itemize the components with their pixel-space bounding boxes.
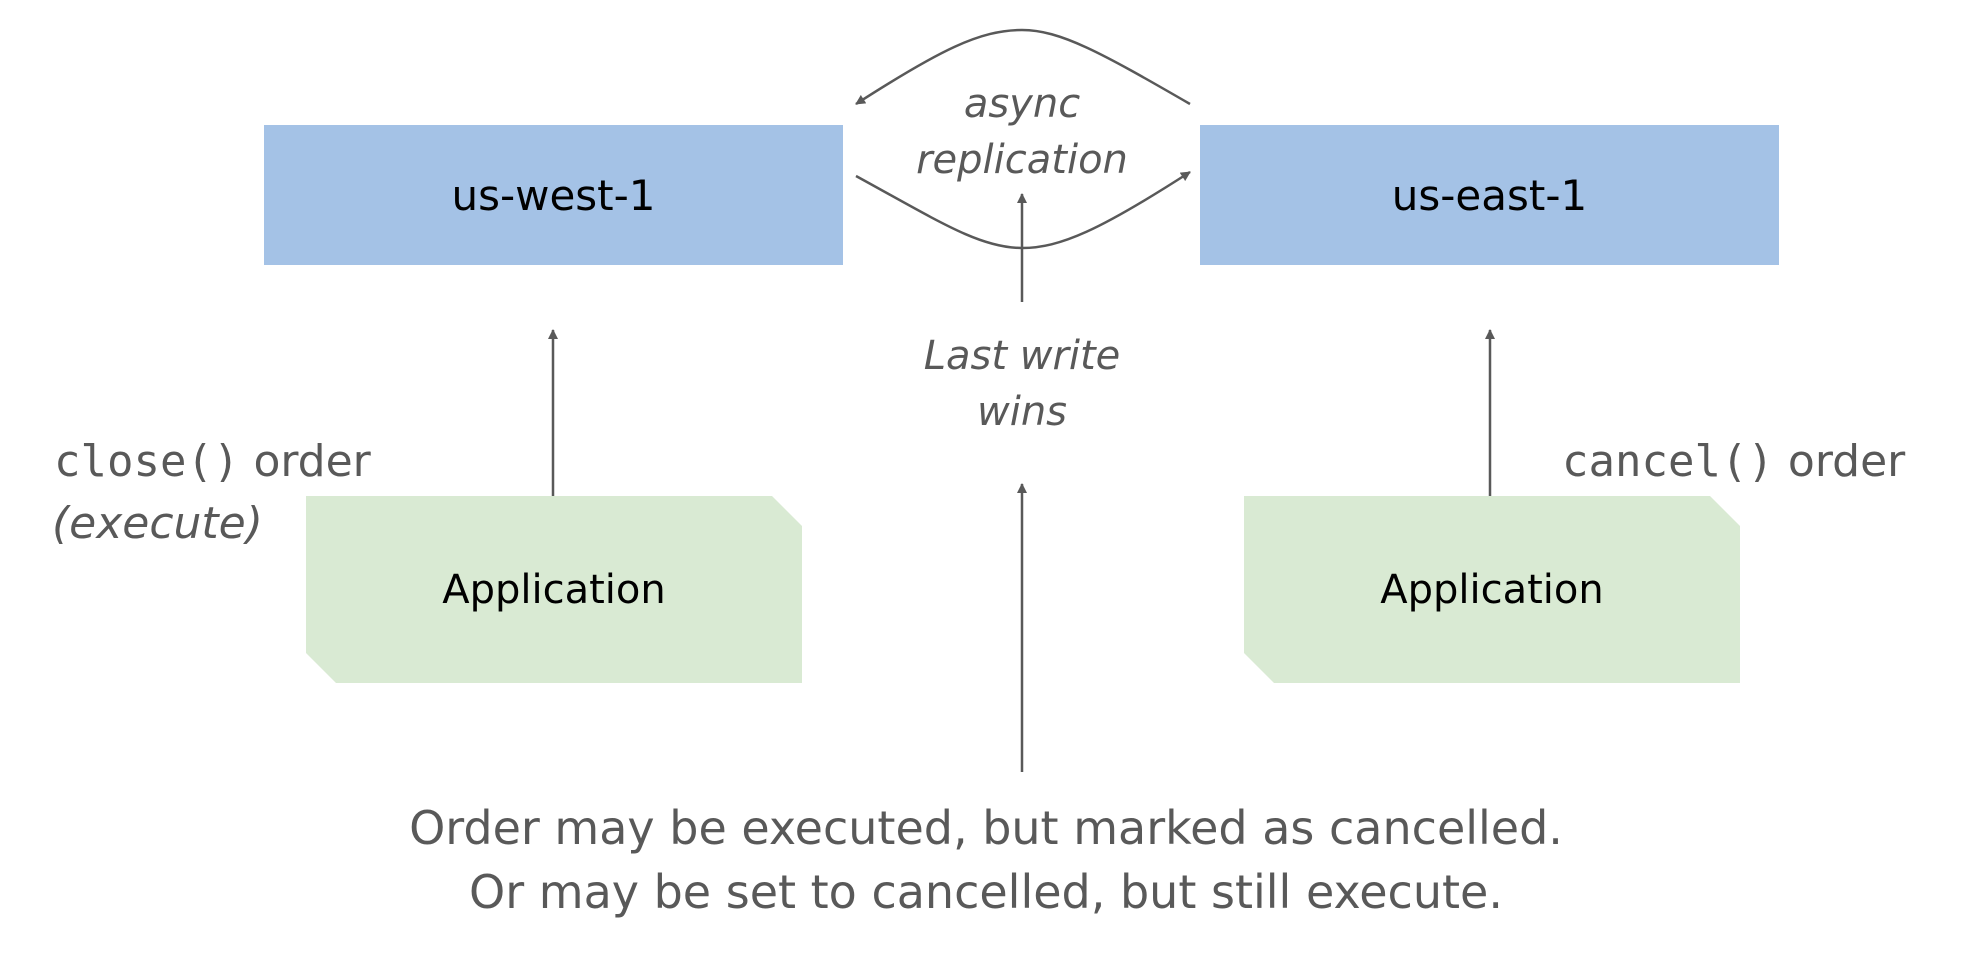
region-us-west-1: us-west-1 [264, 125, 843, 265]
application-box-right: Application [1244, 496, 1740, 683]
execute-note: (execute) [52, 498, 263, 549]
replication-arrow-east-to-west [855, 28, 1191, 106]
last-write-wins-label: Last write wins [872, 328, 1172, 440]
application-box-right-shape [1244, 496, 1740, 683]
application-box-left-shape [306, 496, 802, 683]
close-order-word: order [253, 436, 371, 487]
cancel-order-word: order [1787, 436, 1906, 487]
outcome-caption: Order may be executed, but marked as can… [236, 796, 1736, 924]
application-left-label: Application [442, 566, 666, 613]
async-replication-label: async replication [872, 76, 1172, 188]
last-write-wins-line2: wins [976, 389, 1068, 435]
application-box-left: Application [306, 496, 802, 683]
region-us-east-1: us-east-1 [1200, 125, 1779, 265]
region-us-west-1-label: us-west-1 [451, 170, 656, 220]
application-right-label: Application [1380, 566, 1604, 613]
async-replication-line2: replication [916, 137, 1128, 183]
cancel-order-label: cancel() order [1562, 436, 1905, 487]
last-write-wins-line1: Last write [923, 333, 1121, 379]
outcome-caption-line2: Or may be set to cancelled, but still ex… [469, 865, 1503, 919]
region-us-east-1-label: us-east-1 [1391, 170, 1588, 220]
outcome-caption-line1: Order may be executed, but marked as can… [409, 801, 1563, 855]
close-code: close() [54, 436, 240, 487]
close-order-label: close() order [54, 436, 371, 487]
async-replication-line1: async [963, 81, 1081, 127]
cancel-code: cancel() [1562, 436, 1774, 487]
